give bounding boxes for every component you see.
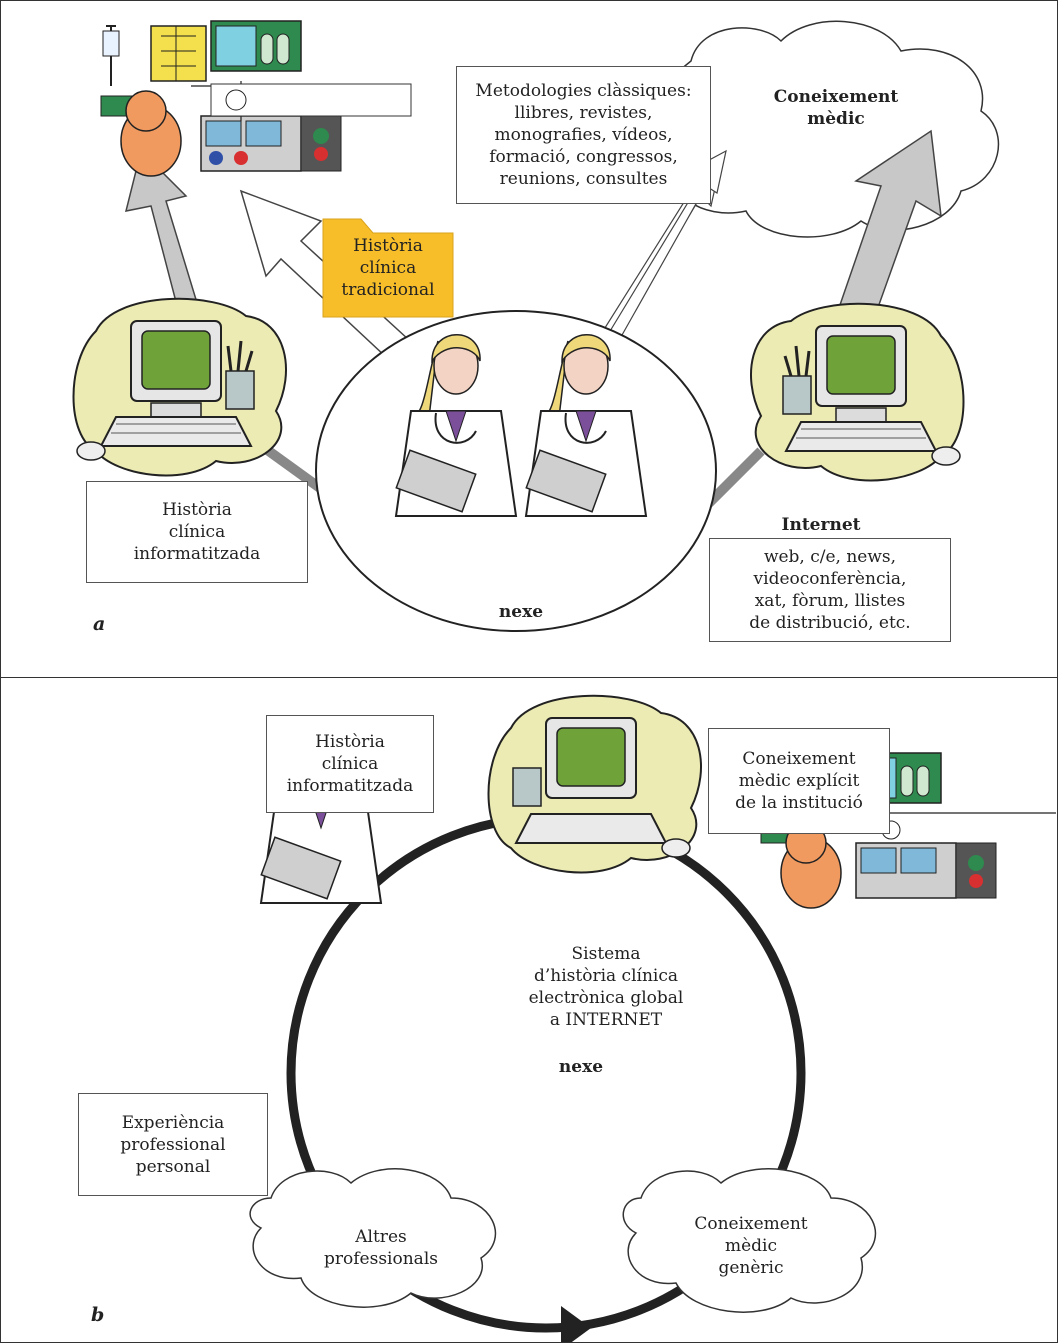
- experience-box: Experiència professional personal: [78, 1093, 268, 1196]
- circle-arrowhead: [561, 1306, 591, 1342]
- traditional-record-folder: [322, 218, 454, 318]
- patient-monitor-illustration: [100, 20, 412, 177]
- panel-b: Història clínica informatitzada Coneixem…: [0, 677, 1058, 1343]
- nexus-label-a: nexe: [498, 602, 544, 622]
- panel-b-letter: b: [91, 1304, 105, 1326]
- arrow-computer-to-monitor: [124, 149, 202, 322]
- internet-title: Internet: [781, 515, 861, 535]
- medical-knowledge-label: Coneixement mèdic: [773, 87, 899, 129]
- cloud-other-professionals: [249, 1168, 497, 1308]
- panel-a: Metodologies clàssiques: llibres, revist…: [0, 0, 1058, 679]
- computerized-record-box-b: Història clínica informatitzada: [266, 715, 434, 813]
- explicit-knowledge-box: Coneixement mèdic explícit de la institu…: [708, 728, 890, 834]
- computer-right: [749, 302, 965, 482]
- traditional-record-label: Història clínica tradicional: [341, 236, 435, 300]
- generic-knowledge-label: Coneixement mèdic genèric: [694, 1214, 808, 1278]
- nexus-ellipse: [315, 310, 717, 632]
- panel-a-graphics: [72, 20, 1000, 632]
- nexus-label-b: nexe: [558, 1057, 604, 1077]
- internet-list-box: web, c/e, news, videoconferència, xat, f…: [709, 538, 951, 642]
- computer-left: [72, 297, 288, 477]
- other-professionals-label: Altres professionals: [324, 1227, 438, 1269]
- panel-b-graphics: [249, 694, 1056, 1342]
- computer-top: [487, 694, 702, 874]
- global-system-label: Sistema d’història clínica electrònica g…: [528, 944, 684, 1030]
- computerized-record-box: Història clínica informatitzada: [86, 481, 308, 583]
- panel-a-letter: a: [93, 613, 106, 635]
- methodologies-box: Metodologies clàssiques: llibres, revist…: [456, 66, 711, 204]
- cloud-generic-knowledge: [622, 1168, 877, 1313]
